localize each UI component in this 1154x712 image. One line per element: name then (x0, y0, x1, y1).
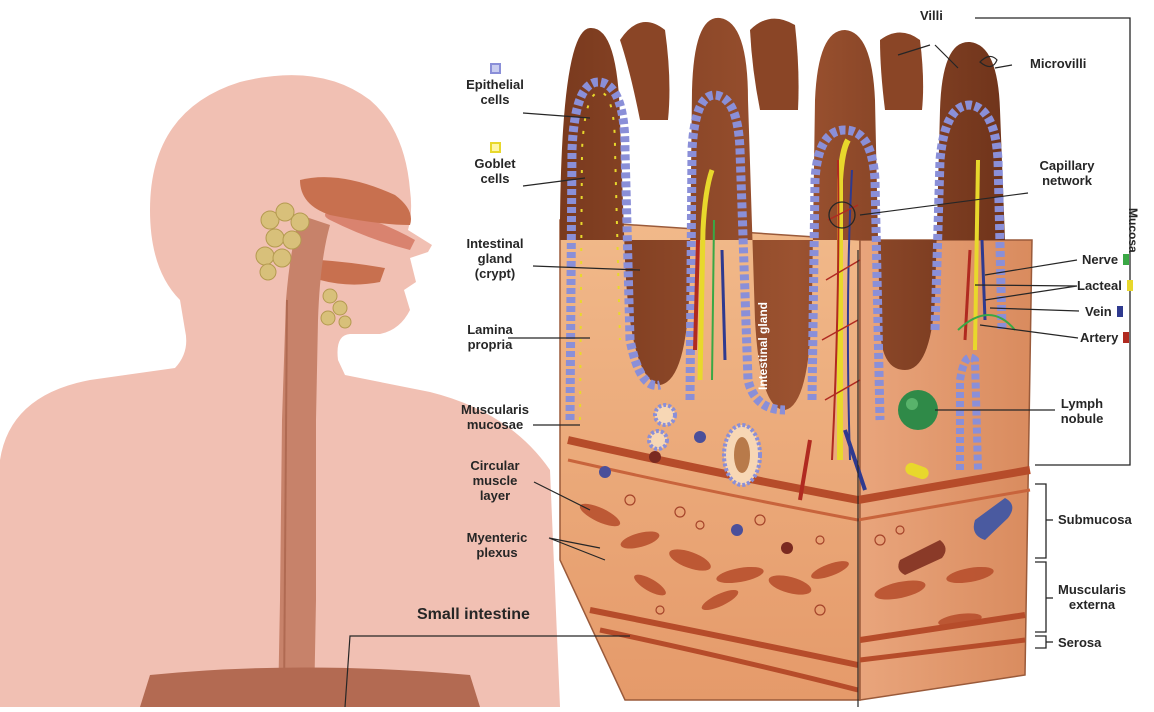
label-nerve: Nerve (1082, 252, 1129, 267)
label-gland-line1: Intestinal (455, 236, 535, 251)
label-small-intestine: Small intestine (417, 606, 530, 624)
artery-key-icon (1123, 332, 1129, 343)
label-capillary-line2: network (1022, 173, 1112, 188)
label-lamina-propria: Lamina propria (455, 322, 525, 352)
label-mm-line2: mucosae (450, 417, 540, 432)
label-gland-line2: gland (455, 251, 535, 266)
label-epithelial-cells: Epithelial cells (460, 62, 530, 107)
label-villi: Villi (920, 8, 943, 23)
label-mucosa: Mucosa (1126, 208, 1140, 253)
label-gland-line3: (crypt) (455, 266, 535, 281)
label-microvilli: Microvilli (1030, 56, 1086, 71)
label-lymph-nobule: Lymph nobule (1052, 396, 1112, 426)
label-myenteric-plexus: Myenteric plexus (452, 530, 542, 560)
label-artery-text: Artery (1080, 330, 1118, 345)
label-mp-line2: plexus (452, 545, 542, 560)
label-lymph-line2: nobule (1052, 411, 1112, 426)
label-me-line2: externa (1052, 597, 1132, 612)
label-lamina-line2: propria (455, 337, 525, 352)
nerve-key-icon (1123, 254, 1129, 265)
label-goblet-line2: cells (460, 171, 530, 186)
lacteal-key-icon (1127, 280, 1133, 291)
label-cml-line2: muscle (455, 473, 535, 488)
label-epithelial-line2: cells (460, 92, 530, 107)
label-circular-muscle-layer: Circular muscle layer (455, 458, 535, 503)
label-intestinal-gland-inner: Intestinal gland (756, 302, 770, 390)
label-epithelial-line1: Epithelial (460, 77, 530, 92)
label-goblet-line1: Goblet (460, 156, 530, 171)
label-goblet-cells: Goblet cells (460, 141, 530, 186)
label-me-line1: Muscularis (1052, 582, 1132, 597)
label-vein-text: Vein (1085, 304, 1112, 319)
label-nerve-text: Nerve (1082, 252, 1118, 267)
label-cml-line3: layer (455, 488, 535, 503)
label-mp-line1: Myenteric (452, 530, 542, 545)
vein-key-icon (1117, 306, 1123, 317)
label-serosa: Serosa (1058, 635, 1101, 650)
label-artery: Artery (1080, 330, 1129, 345)
label-lacteal-text: Lacteal (1077, 278, 1122, 293)
label-lamina-line1: Lamina (455, 322, 525, 337)
label-cml-line1: Circular (455, 458, 535, 473)
label-vein: Vein (1085, 304, 1123, 319)
epithelial-cell-key-icon (490, 63, 501, 74)
goblet-cell-key-icon (490, 142, 501, 153)
label-muscularis-mucosae: Muscularis mucosae (450, 402, 540, 432)
label-capillary-network: Capillary network (1022, 158, 1112, 188)
label-mm-line1: Muscularis (450, 402, 540, 417)
label-lymph-line1: Lymph (1052, 396, 1112, 411)
label-intestinal-gland-crypt: Intestinal gland (crypt) (455, 236, 535, 281)
label-muscularis-externa: Muscularis externa (1052, 582, 1132, 612)
label-lacteal: Lacteal (1077, 278, 1133, 293)
label-submucosa: Submucosa (1058, 512, 1132, 527)
label-capillary-line1: Capillary (1022, 158, 1112, 173)
